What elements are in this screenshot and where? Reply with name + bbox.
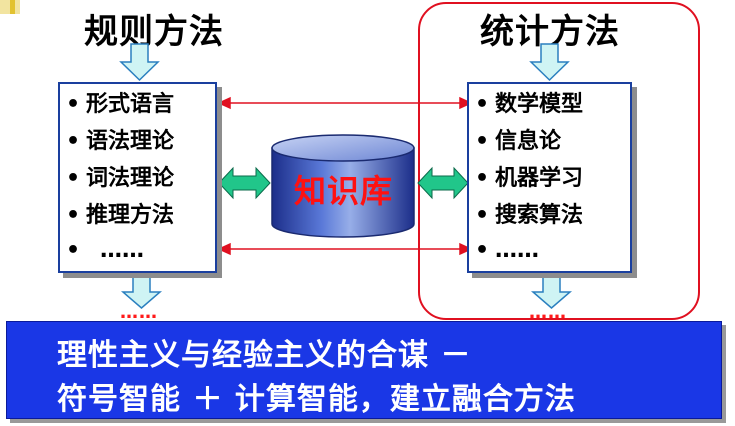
list-item: •形式语言 <box>66 92 175 117</box>
list-item: •搜索算法 <box>475 203 584 228</box>
banner-line-1: 理性主义与经验主义的合谋 － <box>57 338 472 373</box>
statistical-method-frame <box>418 2 700 320</box>
continuation-dots: …… <box>529 302 567 323</box>
list-item: •…… <box>66 238 144 263</box>
list-item: •信息论 <box>475 129 562 154</box>
down-arrow-icon <box>530 275 573 309</box>
list-item: •…… <box>475 238 539 263</box>
list-item: •推理方法 <box>66 203 175 228</box>
list-item: •词法理论 <box>66 166 175 191</box>
banner-line-2: 符号智能 ＋ 计算智能，建立融合方法 <box>57 382 576 417</box>
double-arrow-icon <box>217 242 473 256</box>
double-arrow-icon <box>218 166 271 200</box>
database-cylinder-icon <box>271 134 415 238</box>
down-arrow-icon <box>120 275 163 309</box>
down-arrow-icon <box>119 43 160 82</box>
statistical-method-box: •数学模型 •信息论 •机器学习 •搜索算法 •…… <box>467 82 632 273</box>
corner-decoration-bar <box>10 0 15 14</box>
down-arrow-icon <box>529 43 570 82</box>
list-item: •语法理论 <box>66 129 175 154</box>
knowledge-base-label: 知识库 <box>293 172 393 210</box>
rule-method-title: 规则方法 <box>84 12 224 52</box>
double-arrow-icon <box>417 166 469 200</box>
summary-banner: 理性主义与经验主义的合谋 － 符号智能 ＋ 计算智能，建立融合方法 <box>6 321 722 419</box>
list-item: •机器学习 <box>475 166 584 191</box>
list-item: •数学模型 <box>475 92 584 117</box>
continuation-dots: …… <box>120 302 158 323</box>
rule-method-box: •形式语言 •语法理论 •词法理论 •推理方法 •…… <box>58 82 217 273</box>
double-arrow-icon <box>217 96 473 110</box>
